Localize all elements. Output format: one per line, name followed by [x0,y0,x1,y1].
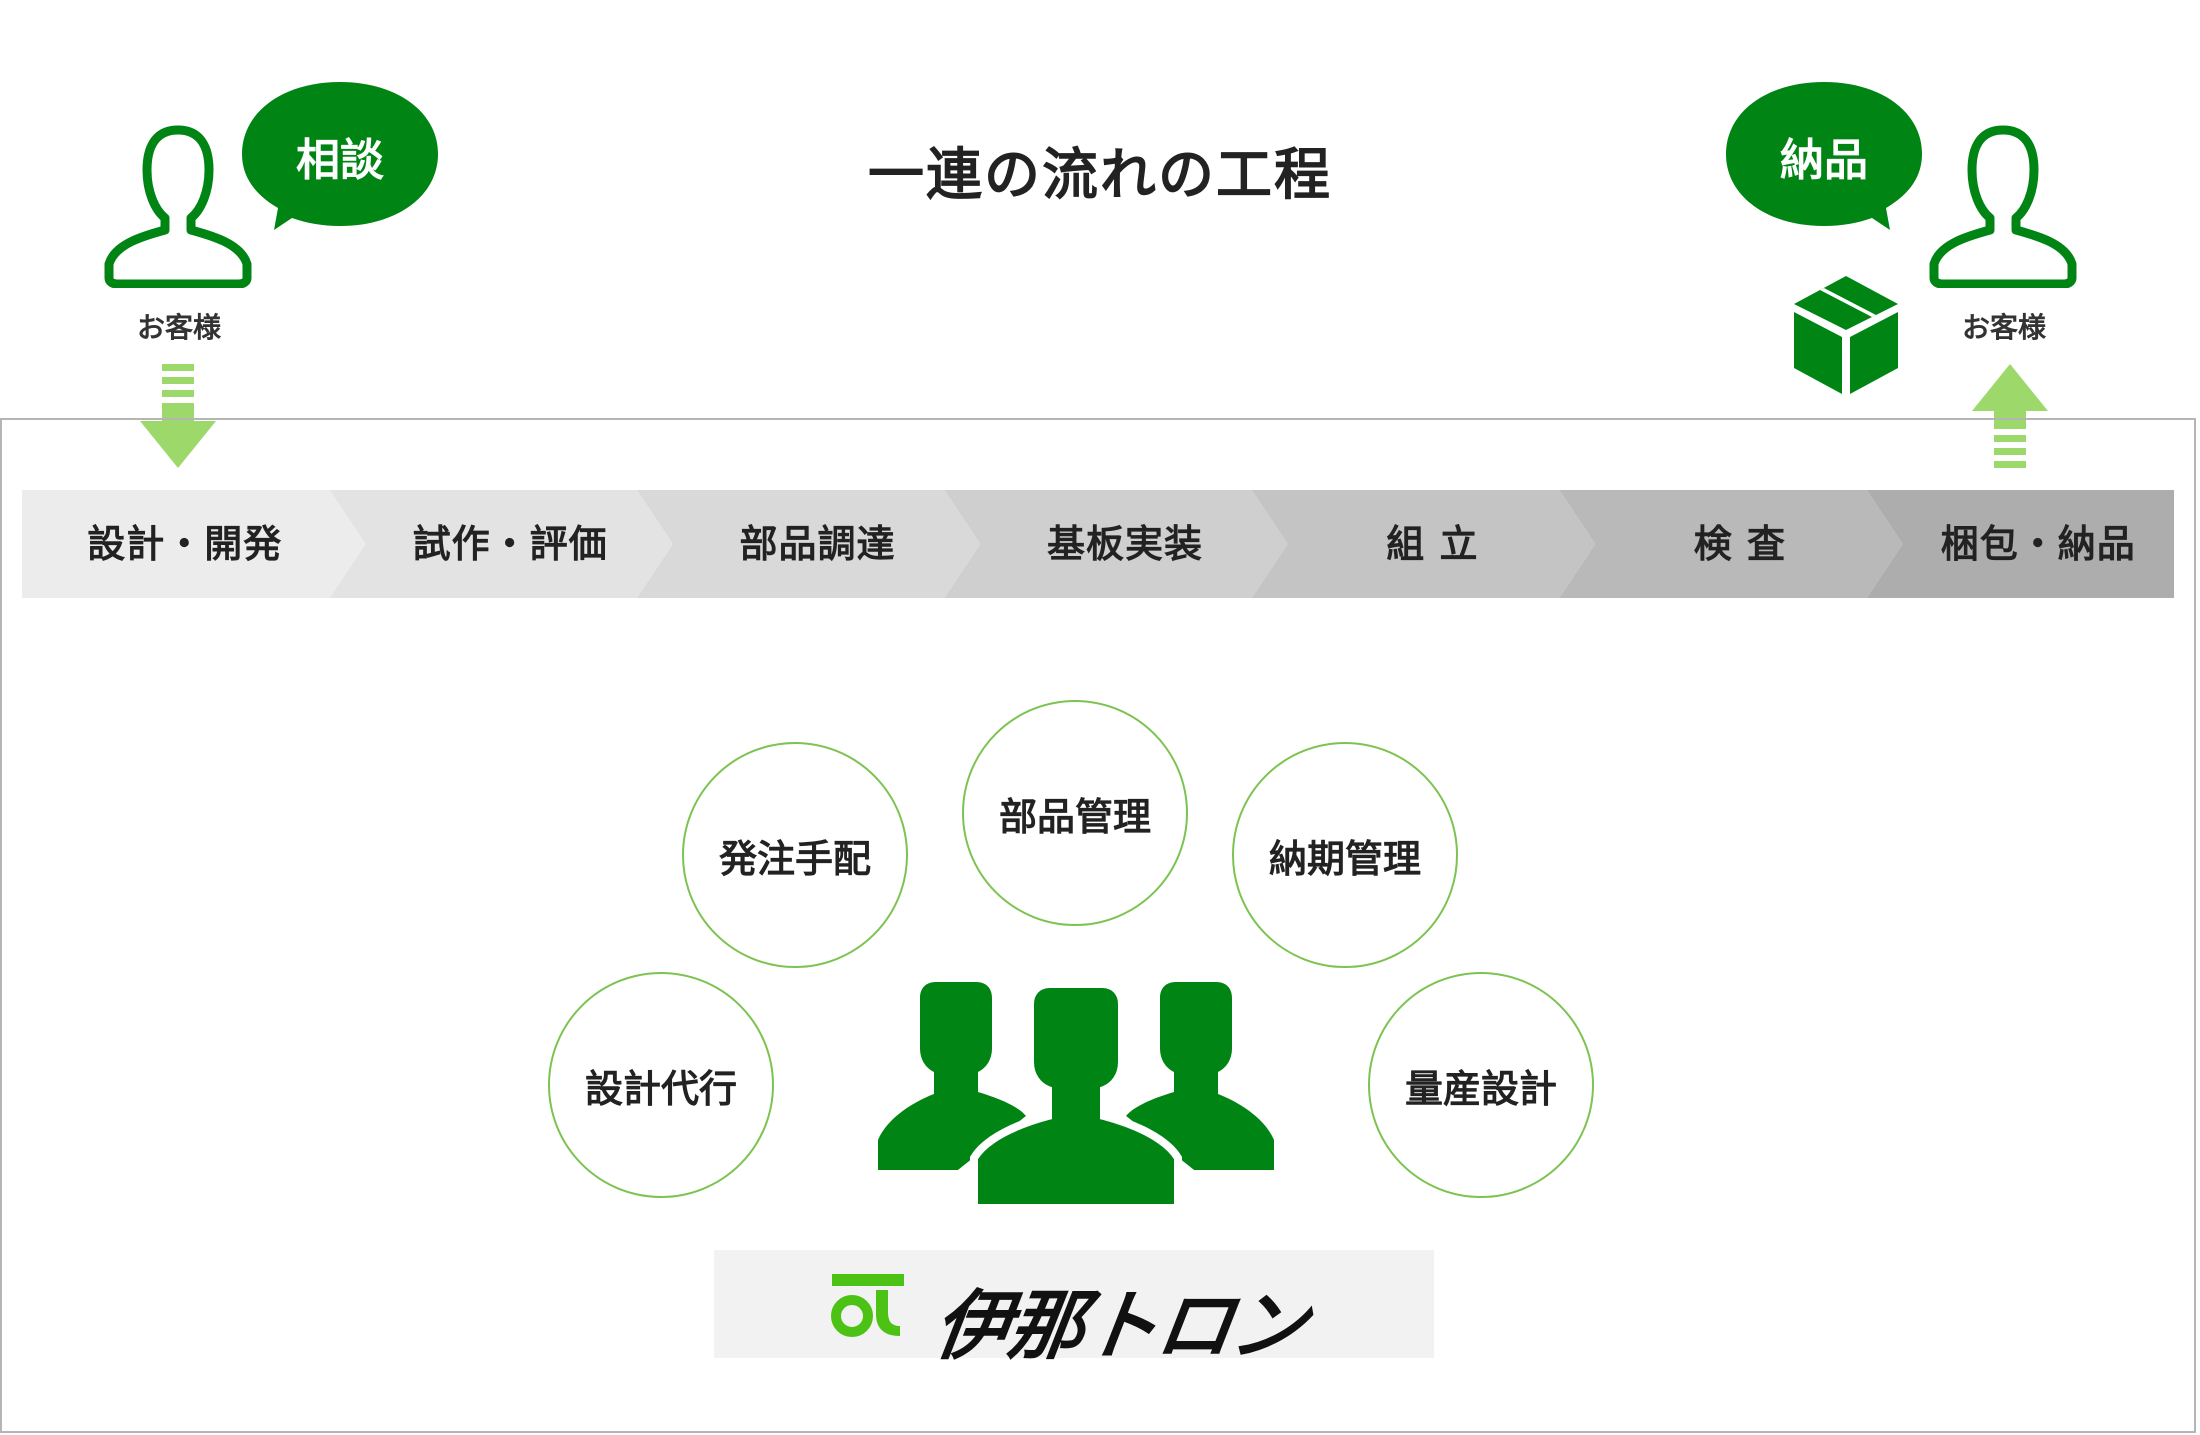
customer-left-person-icon [104,125,252,288]
process-step-mounting: 基板実装 [1046,522,1203,566]
arrow-down-icon [140,364,216,468]
service-ordering: 発注手配 [682,742,908,968]
process-step-prototype: 試作・評価 [412,522,608,566]
process-frame [0,418,2196,1433]
logo-text: 伊那トロン [928,1281,1312,1370]
service-label: 部品管理 [998,794,1151,839]
process-step-chevron [22,490,366,598]
process-ribbon: 設計・開発 試作・評価 部品調達 基板実装 組 立 検 査 梱包・納品 [22,490,2174,598]
delivery-bubble-text: 納品 [1780,135,1868,186]
process-step-chevron [1866,490,2174,598]
company-logo: 伊那トロン [714,1250,1434,1370]
speech-bubble-icon [242,82,438,230]
service-parts-management: 部品管理 [962,700,1188,926]
process-ribbon-shapes [22,490,2174,598]
consult-bubble-text: 相談 [296,135,384,186]
process-step-chevron [944,490,1288,598]
speech-bubble-icon [1726,82,1922,230]
process-step-design: 設計・開発 [87,522,283,566]
page-title: 一連の流れの工程 [868,143,1332,208]
process-step-chevron [1559,490,1903,598]
delivery-bubble: 納品 [1724,80,1924,230]
service-mass-production-design: 量産設計 [1368,972,1594,1198]
group-icon [878,980,1274,1210]
service-label: 発注手配 [718,836,871,881]
consult-bubble: 相談 [240,80,440,230]
customer-right-person-icon [1929,125,2077,288]
process-step-procurement: 部品調達 [739,522,896,566]
service-label: 設計代行 [584,1066,737,1111]
process-step-packing: 梱包・納品 [1940,522,2136,566]
service-delivery-management: 納期管理 [1232,742,1458,968]
box-icon [1794,276,1898,394]
process-step-chevron [329,490,673,598]
logo-mark-icon [831,1274,904,1337]
process-step-assembly: 組 立 [1386,522,1479,566]
service-label: 量産設計 [1404,1066,1557,1111]
customer-left-label: お客様 [136,311,221,344]
service-label: 納期管理 [1268,836,1421,881]
process-step-chevron [1251,490,1596,598]
process-step-chevron [636,490,981,598]
customer-right-label: お客様 [1961,311,2046,344]
arrow-up-icon [1972,364,2048,468]
process-step-inspection: 検 査 [1693,522,1786,566]
service-design-agency: 設計代行 [548,972,774,1198]
